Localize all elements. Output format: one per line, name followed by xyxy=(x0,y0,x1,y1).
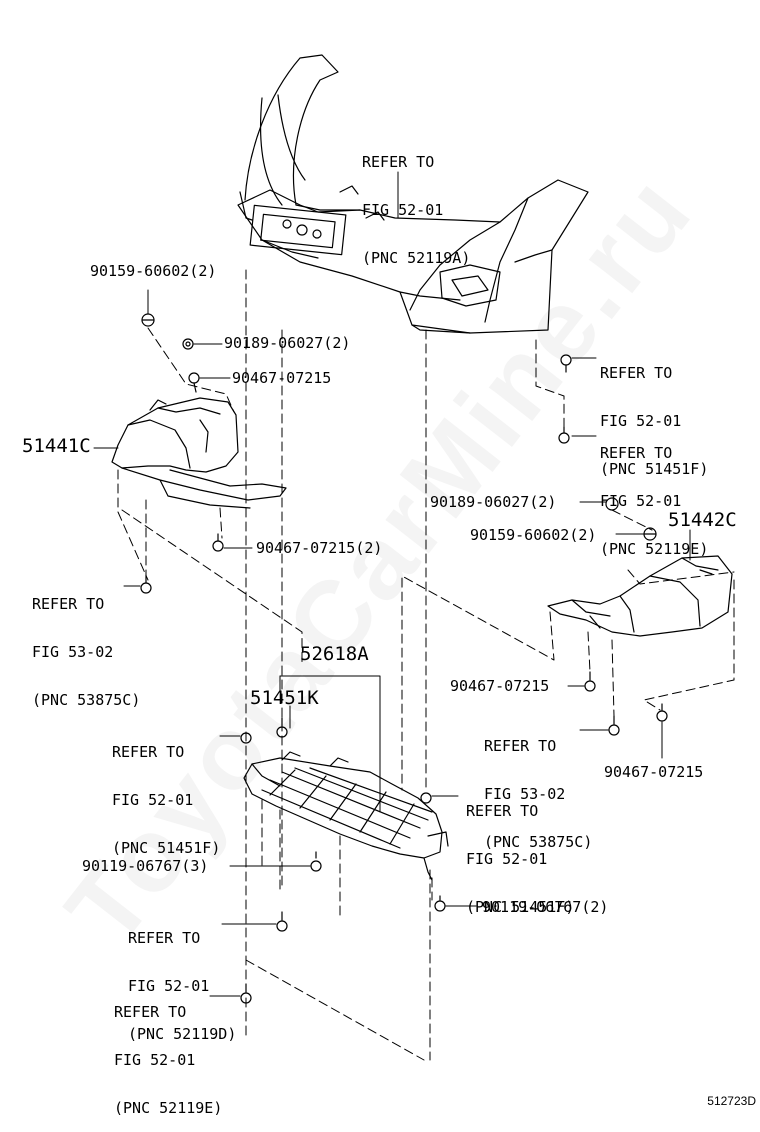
refer-right-top: REFER TO FIG 52-01 (PNC 51451F) xyxy=(600,333,708,493)
part-52618a: 52618A xyxy=(300,643,369,665)
screw-52119e-right xyxy=(558,426,570,444)
refer-center-left-line1: REFER TO xyxy=(112,743,185,761)
refer-center-left-line2: FIG 52-01 xyxy=(112,791,194,809)
refer-left-53: REFER TO FIG 53-02 (PNC 53875C) xyxy=(32,564,140,724)
part-90189-right: 90189-06027(2) xyxy=(430,493,557,511)
part-90119-left: 90119-06767(3) xyxy=(82,857,209,875)
refer-center-right-line1: REFER TO xyxy=(466,802,539,820)
refer-center-right: REFER TO FIG 52-01 (PNC 51451F) xyxy=(466,771,574,931)
refer-left-53-line2: FIG 53-02 xyxy=(32,643,114,661)
refer-center-right-line2: FIG 52-01 xyxy=(466,850,548,868)
clip-90159-left xyxy=(141,313,155,327)
refer-left-53-line3: (PNC 53875C) xyxy=(32,691,141,709)
center-under-cover xyxy=(243,751,449,881)
refer-right-53-line2: FIG 53-02 xyxy=(484,785,566,803)
clip-53875c-right xyxy=(608,715,620,736)
screw-90119-right xyxy=(434,895,446,912)
refer-bumper: REFER TO FIG 52-01 (PNC 52119A) xyxy=(362,122,470,282)
refer-right-top-line3: (PNC 51451F) xyxy=(600,460,709,478)
refer-lower-d-line3: (PNC 52119D) xyxy=(128,1025,237,1043)
clip-51451f-center-right xyxy=(420,792,432,804)
part-90189-left: 90189-06027(2) xyxy=(224,334,351,352)
refer-right-bottom: REFER TO FIG 52-01 (PNC 52119E) xyxy=(600,413,708,573)
refer-right-53-line3: (PNC 53875C) xyxy=(484,833,593,851)
refer-center-right-line3: (PNC 51451F) xyxy=(466,898,575,916)
left-under-cover xyxy=(111,397,287,509)
figure-id: 512723D xyxy=(707,1094,756,1108)
bolt-90467-left-top xyxy=(188,372,200,393)
refer-lower-d-line2: FIG 52-01 xyxy=(128,977,210,995)
part-90159-left: 90159-60602(2) xyxy=(90,262,217,280)
part-90467-left-top: 90467-07215 xyxy=(232,369,332,387)
part-90467-right-b: 90467-07215 xyxy=(604,763,704,781)
right-under-cover xyxy=(547,555,733,637)
clip-90467-left-bottom xyxy=(212,533,224,552)
refer-right-bottom-line3: (PNC 52119E) xyxy=(600,540,709,558)
refer-center-left: REFER TO FIG 52-01 (PNC 51451F) xyxy=(112,712,220,872)
refer-right-bottom-line1: REFER TO xyxy=(600,444,673,462)
clip-51451f-right-top xyxy=(560,354,572,373)
clip-90467-right-b xyxy=(656,703,668,722)
refer-lower-e-line2: FIG 52-01 xyxy=(114,1051,196,1069)
refer-right-bottom-line2: FIG 52-01 xyxy=(600,492,682,510)
clip-53875c-left xyxy=(140,574,152,594)
refer-right-top-line1: REFER TO xyxy=(600,364,673,382)
part-90159-right: 90159-60602(2) xyxy=(470,526,597,544)
refer-lower-d: REFER TO FIG 52-01 (PNC 52119D) xyxy=(128,898,236,1058)
refer-bumper-line1: REFER TO xyxy=(362,153,435,171)
refer-lower-e-line1: REFER TO xyxy=(114,1003,187,1021)
part-90467-left-bottom: 90467-07215(2) xyxy=(256,539,383,557)
refer-center-left-line3: (PNC 51451F) xyxy=(112,839,221,857)
nut-90189-left xyxy=(182,338,194,350)
screw-90119-left xyxy=(310,851,322,872)
part-51441c: 51441C xyxy=(22,435,91,457)
leader-lines xyxy=(93,171,691,997)
refer-lower-e: REFER TO FIG 52-01 (PNC 52119E) xyxy=(114,972,222,1132)
part-90467-right-a: 90467-07215 xyxy=(450,677,550,695)
refer-left-53-line1: REFER TO xyxy=(32,595,105,613)
assembly-lines xyxy=(117,269,735,1061)
refer-right-top-line2: FIG 52-01 xyxy=(600,412,682,430)
bumper-cover xyxy=(237,54,589,334)
refer-bumper-line2: FIG 52-01 xyxy=(362,201,444,219)
part-51442c: 51442C xyxy=(668,509,737,531)
part-51451k: 51451K xyxy=(250,687,319,709)
screw-52119d xyxy=(276,911,288,932)
refer-lower-d-line1: REFER TO xyxy=(128,929,201,947)
refer-bumper-line3: (PNC 52119A) xyxy=(362,249,471,267)
refer-lower-e-line3: (PNC 52119E) xyxy=(114,1099,223,1117)
part-90119-right: 90119-06767(2) xyxy=(482,898,609,916)
clip-90467-right-a xyxy=(584,671,596,692)
refer-right-53: REFER TO FIG 53-02 (PNC 53875C) xyxy=(484,706,592,866)
refer-right-53-line1: REFER TO xyxy=(484,737,557,755)
